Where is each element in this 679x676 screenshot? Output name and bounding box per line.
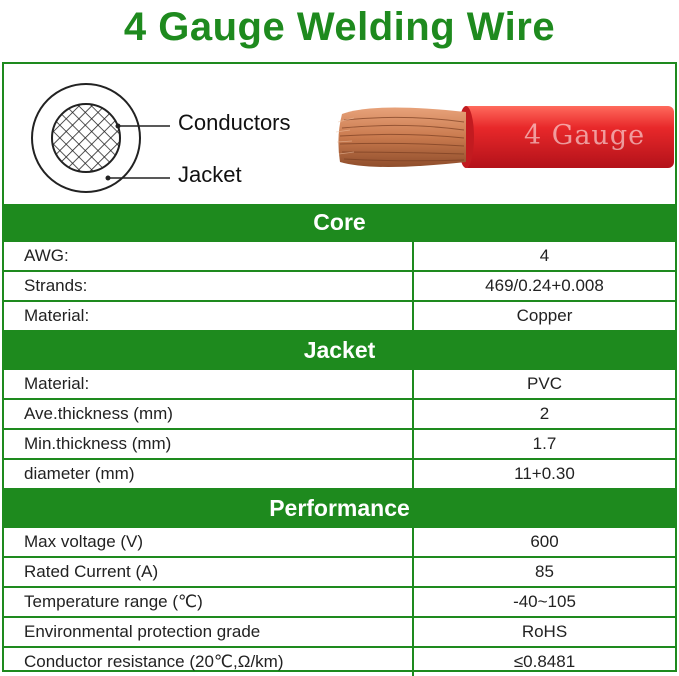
- table-row: Ave.thickness (mm) 2: [4, 400, 675, 430]
- spec-value: 469/0.24+0.008: [485, 276, 604, 295]
- cable-cross-section-icon: [31, 83, 170, 193]
- spec-value: 600: [530, 532, 559, 551]
- table-row: Environmental protection grade RoHS: [4, 618, 675, 648]
- table-row: diameter (mm) 11+0.30: [4, 460, 675, 490]
- section-header-jacket: Jacket: [4, 332, 675, 370]
- spec-value: 85: [535, 562, 554, 581]
- spec-key: diameter (mm): [4, 460, 414, 488]
- table-row: Temperature range (℃) -40~105: [4, 588, 675, 618]
- table-row: Material: Copper: [4, 302, 675, 332]
- table-row: Rated Current (A) 85: [4, 558, 675, 588]
- jacket-label: Jacket: [178, 162, 242, 187]
- page-title: 4 Gauge Welding Wire: [123, 5, 556, 49]
- spec-value: 4: [539, 246, 550, 265]
- spec-key: Environmental protection grade: [4, 618, 414, 646]
- wire-diagram: Conductors Jacket: [4, 64, 675, 204]
- spec-key: Min.thickness (mm): [4, 430, 414, 458]
- spec-key: Temperature range (℃): [4, 588, 414, 616]
- spec-key: Rated Current (A): [4, 558, 414, 586]
- spec-value: ≤0.8481: [513, 652, 576, 671]
- table-row: Conductor resistance (20℃,Ω/km) ≤0.8481: [4, 648, 675, 676]
- spec-value: 1.7: [532, 434, 557, 453]
- section-header-performance: Performance: [4, 490, 675, 528]
- spec-key: Material:: [4, 302, 414, 330]
- spec-value: 2: [539, 404, 550, 423]
- spec-value: RoHS: [521, 622, 568, 641]
- spec-key: Strands:: [4, 272, 414, 300]
- spec-value: 11+0.30: [514, 464, 575, 483]
- table-row: AWG: 4: [4, 242, 675, 272]
- table-row: Min.thickness (mm) 1.7: [4, 430, 675, 460]
- table-row: Material: PVC: [4, 370, 675, 400]
- wire-print-text: 4 Gauge: [524, 120, 646, 151]
- table-row: Max voltage (V) 600: [4, 528, 675, 558]
- spec-table: Core AWG: 4 Strands: 469/0.24+0.008 Mate…: [4, 204, 675, 676]
- section-header-core: Core: [4, 204, 675, 242]
- spec-value: -40~105: [513, 592, 576, 611]
- conductors-label: Conductors: [178, 110, 291, 135]
- spec-key: Ave.thickness (mm): [4, 400, 414, 428]
- table-row: Strands: 469/0.24+0.008: [4, 272, 675, 302]
- spec-key: AWG:: [4, 242, 414, 270]
- spec-key: Conductor resistance (20℃,Ω/km): [4, 648, 414, 676]
- spec-key: Material:: [4, 370, 414, 398]
- spec-value: PVC: [527, 374, 562, 393]
- spec-value: Copper: [516, 306, 573, 325]
- wire-photo-icon: [335, 106, 674, 168]
- spec-sheet: Conductors Jacket: [2, 62, 677, 676]
- spec-key: Max voltage (V): [4, 528, 414, 556]
